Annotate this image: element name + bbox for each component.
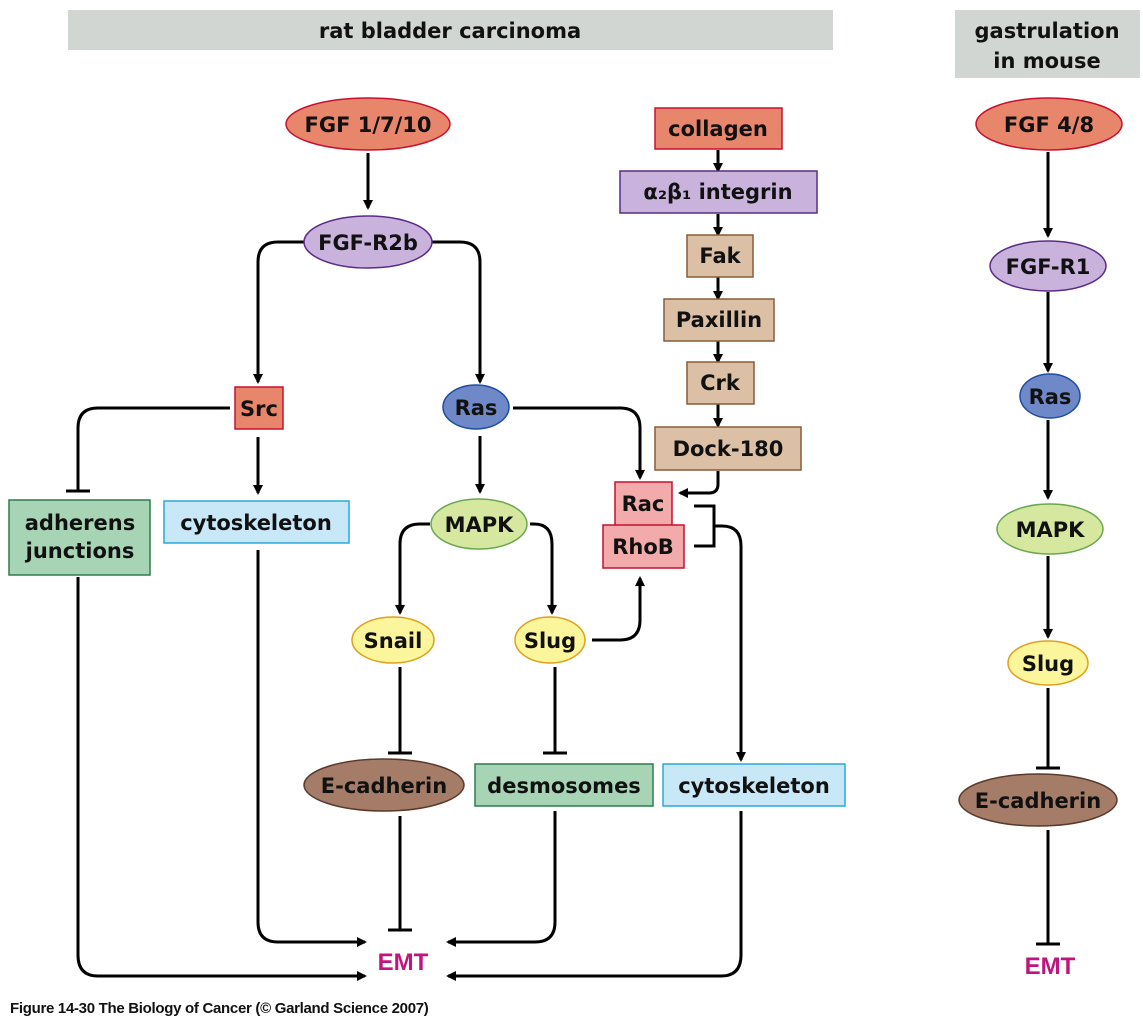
node-rhob: RhoB: [602, 524, 685, 569]
edge-fgfr2b-to-src: [253, 240, 305, 384]
edge-src-inhibits-adherens: [76, 406, 230, 490]
svg-text:Src: Src: [240, 397, 278, 421]
svg-text:Ras: Ras: [1029, 385, 1072, 409]
node-emt-rat: EMT: [378, 949, 429, 976]
svg-text:α₂β₁ integrin: α₂β₁ integrin: [643, 180, 792, 204]
node-crk: Crk: [686, 361, 755, 405]
node-desmosomes: desmosomes: [474, 763, 654, 807]
svg-text:cytoskeleton: cytoskeleton: [180, 511, 332, 535]
svg-text:Paxillin: Paxillin: [676, 308, 762, 332]
svg-text:junctions: junctions: [25, 539, 135, 563]
svg-text:cytoskeleton: cytoskeleton: [678, 774, 830, 798]
edge-ras-to-rac: [513, 406, 645, 480]
header-gastrulation-line2: in mouse: [993, 49, 1100, 73]
svg-text:FGF-R2b: FGF-R2b: [318, 231, 418, 255]
svg-text:desmosomes: desmosomes: [487, 774, 641, 798]
node-ras-mouse: Ras: [1019, 373, 1081, 419]
edge-racrhob-to-cytoskeleton: [714, 524, 746, 762]
node-ras: Ras: [442, 384, 510, 430]
svg-text:Snail: Snail: [364, 629, 423, 653]
svg-text:FGF-R1: FGF-R1: [1006, 255, 1091, 279]
svg-text:collagen: collagen: [668, 117, 768, 141]
svg-text:Crk: Crk: [700, 371, 741, 395]
edge-adherens-to-emt: [76, 577, 367, 981]
svg-text:MAPK: MAPK: [1016, 518, 1086, 542]
node-integrin: α₂β₁ integrin: [619, 170, 818, 214]
node-cytoskeleton-right: cytoskeleton: [662, 763, 846, 807]
edge-mapk-to-snail: [395, 522, 430, 615]
node-slug: Slug: [514, 616, 586, 664]
edge-slug-to-rhob: [592, 576, 645, 642]
edge-mapk-to-slug: [530, 522, 557, 615]
node-snail: Snail: [351, 616, 435, 664]
svg-text:adherens: adherens: [25, 511, 135, 535]
edge-dock180-to-rac: [678, 471, 720, 498]
edge-cytoskeleton-right-to-emt: [446, 811, 743, 981]
bracket-rac-rhob: [694, 504, 716, 548]
node-mapk-mouse: MAPK: [996, 503, 1104, 555]
edge-desmosomes-to-emt: [446, 811, 557, 947]
node-cytoskeleton-left: cytoskeleton: [163, 500, 350, 544]
header-bar-rat: [68, 10, 833, 50]
node-fgf-r2b: FGF-R2b: [303, 215, 433, 269]
edge-cytoskeleton-left-to-emt: [256, 550, 367, 947]
header-gastrulation-line1: gastrulation: [974, 19, 1119, 43]
svg-text:MAPK: MAPK: [445, 513, 515, 537]
header-rat-bladder-carcinoma: rat bladder carcinoma: [319, 19, 581, 43]
node-paxillin: Paxillin: [663, 298, 775, 342]
svg-text:Fak: Fak: [699, 244, 741, 268]
node-fgf-r1: FGF-R1: [989, 240, 1107, 292]
node-emt-mouse: EMT: [1025, 953, 1076, 980]
node-fgf-1-7-10: FGF 1/7/10: [285, 97, 451, 151]
edges-rat: [66, 150, 746, 981]
edge-fgfr2b-to-ras: [432, 240, 485, 384]
node-dock-180: Dock-180: [654, 426, 802, 471]
svg-text:E-cadherin: E-cadherin: [975, 789, 1101, 813]
node-slug-mouse: Slug: [1007, 640, 1089, 686]
node-fak: Fak: [686, 234, 754, 278]
header-bar-mouse: [955, 10, 1140, 78]
node-e-cadherin: E-cadherin: [303, 758, 465, 812]
edges-mouse: [1036, 152, 1060, 946]
svg-text:E-cadherin: E-cadherin: [321, 774, 447, 798]
node-rac: Rac: [614, 481, 673, 528]
svg-text:FGF 1/7/10: FGF 1/7/10: [304, 113, 431, 137]
node-adherens-junctions: adherens junctions: [8, 499, 151, 576]
svg-text:FGF 4/8: FGF 4/8: [1004, 113, 1094, 137]
svg-text:Rac: Rac: [622, 492, 665, 516]
node-e-cadherin-mouse: E-cadherin: [958, 773, 1118, 827]
svg-text:Dock-180: Dock-180: [673, 437, 784, 461]
svg-text:Ras: Ras: [455, 396, 498, 420]
node-src: Src: [234, 386, 284, 430]
svg-text:Slug: Slug: [524, 629, 576, 653]
svg-text:RhoB: RhoB: [612, 535, 674, 559]
figure-caption: Figure 14-30 The Biology of Cancer (© Ga…: [10, 1000, 429, 1017]
svg-text:Slug: Slug: [1022, 652, 1074, 676]
node-collagen: collagen: [654, 107, 783, 150]
node-mapk: MAPK: [430, 498, 528, 550]
node-fgf-4-8: FGF 4/8: [975, 97, 1123, 151]
